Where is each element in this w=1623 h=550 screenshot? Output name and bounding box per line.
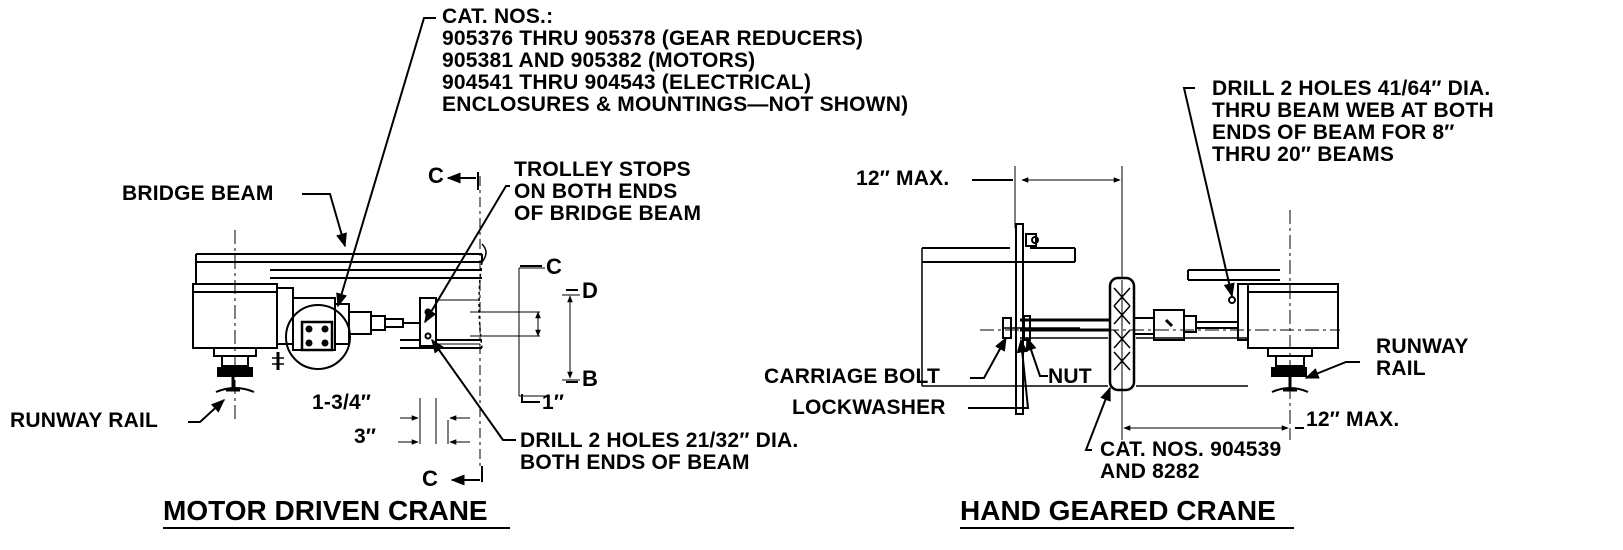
hand-bridge-beam xyxy=(921,247,1280,387)
motor-driven-crane-title: MOTOR DRIVEN CRANE xyxy=(163,495,488,526)
hand-geared-crane-title: HAND GEARED CRANE xyxy=(960,495,1276,526)
hand-wheel-and-shaft xyxy=(1002,223,1238,415)
motor-gear-reducer xyxy=(272,287,420,370)
bridge-beam-label: BRIDGE BEAM xyxy=(122,182,274,205)
nut-label: NUT xyxy=(1048,365,1092,388)
dim-1-label: 1″ xyxy=(542,391,565,414)
motor-cat-nos-label: CAT. NOS.: 905376 THRU 905378 (GEAR REDU… xyxy=(442,5,909,116)
drill-holes-motor-label: DRILL 2 HOLES 21/32″ DIA. BOTH ENDS OF B… xyxy=(520,429,799,474)
hand-cat-nos-label: CAT. NOS. 904539 AND 8282 xyxy=(1100,438,1282,483)
d-dimension-label: D xyxy=(582,278,598,303)
hand-dimensions xyxy=(980,166,1340,440)
section-c-top-label: C xyxy=(428,163,444,188)
runway-rail-hand-label: RUNWAY RAIL xyxy=(1376,335,1469,380)
dim-1-3-4-label: 1-3/4″ xyxy=(312,391,372,414)
section-c-bottom-label: C xyxy=(422,466,438,491)
drill-holes-hand-label: DRILL 2 HOLES 41/64″ DIA. THRU BEAM WEB … xyxy=(1212,77,1494,166)
hand-leaders xyxy=(968,87,1360,451)
max-12-bottom-label: 12″ MAX. xyxy=(1306,408,1400,431)
motor-driven-crane-drawing xyxy=(188,17,580,486)
hand-end-truck xyxy=(1228,210,1339,430)
dim-3-label: 3″ xyxy=(354,425,377,448)
motor-end-truck xyxy=(192,230,278,420)
c-dimension-label: C xyxy=(546,254,562,279)
max-12-top-label: 12″ MAX. xyxy=(856,167,950,190)
motor-leaders xyxy=(188,17,578,441)
carriage-bolt-label: CARRIAGE BOLT xyxy=(764,365,941,388)
runway-rail-motor-label: RUNWAY RAIL xyxy=(10,409,159,432)
lockwasher-label: LOCKWASHER xyxy=(792,396,946,419)
hand-geared-crane-drawing xyxy=(921,87,1360,451)
section-c-arrows xyxy=(446,172,483,486)
trolley-stops-label: TROLLEY STOPS ON BOTH ENDS OF BRIDGE BEA… xyxy=(514,158,702,225)
b-dimension-label: B xyxy=(582,366,598,391)
